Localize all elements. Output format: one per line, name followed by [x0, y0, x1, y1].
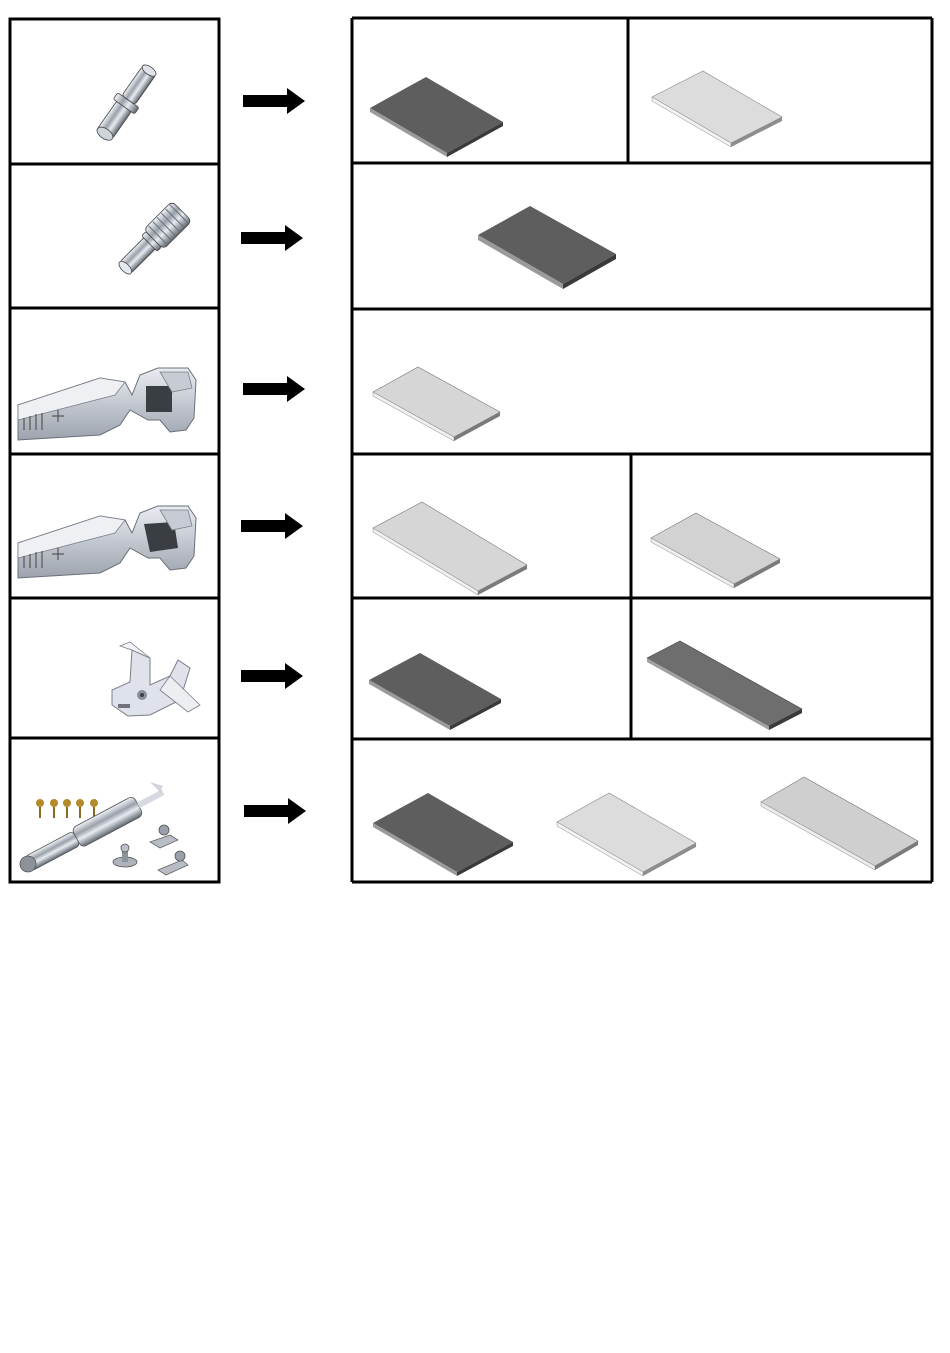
screw-icon [36, 799, 98, 818]
arrow-right-icon [241, 513, 303, 539]
panel-dark [370, 77, 503, 157]
concealed-hinge-icon [18, 506, 196, 578]
panel-light [651, 513, 780, 588]
panel-light [557, 793, 696, 876]
panel-dark-long [647, 641, 802, 730]
shelf-pin-knurled-icon [113, 201, 192, 280]
panel-light [373, 367, 500, 441]
arrow-right-icon [243, 88, 305, 114]
gas-strut-kit-icon [16, 782, 188, 877]
panel-dark [478, 206, 616, 289]
panel-light-long [373, 502, 527, 595]
arrow-right-icon [241, 225, 303, 251]
panel-light-long [761, 777, 918, 870]
shelf-pin-collar-icon [91, 60, 162, 145]
arrow-right-icon [241, 663, 303, 689]
arrow-right-icon [243, 376, 305, 402]
concealed-hinge-icon [18, 368, 196, 440]
assembly-diagram [0, 0, 950, 900]
hardware-column [10, 19, 219, 882]
angle-bracket-icon [112, 642, 200, 716]
arrow-right-icon [244, 798, 306, 824]
panel-light [652, 71, 782, 147]
panel-dark [369, 653, 501, 730]
panel-dark [373, 793, 513, 876]
mount-bracket-icon [113, 825, 188, 875]
